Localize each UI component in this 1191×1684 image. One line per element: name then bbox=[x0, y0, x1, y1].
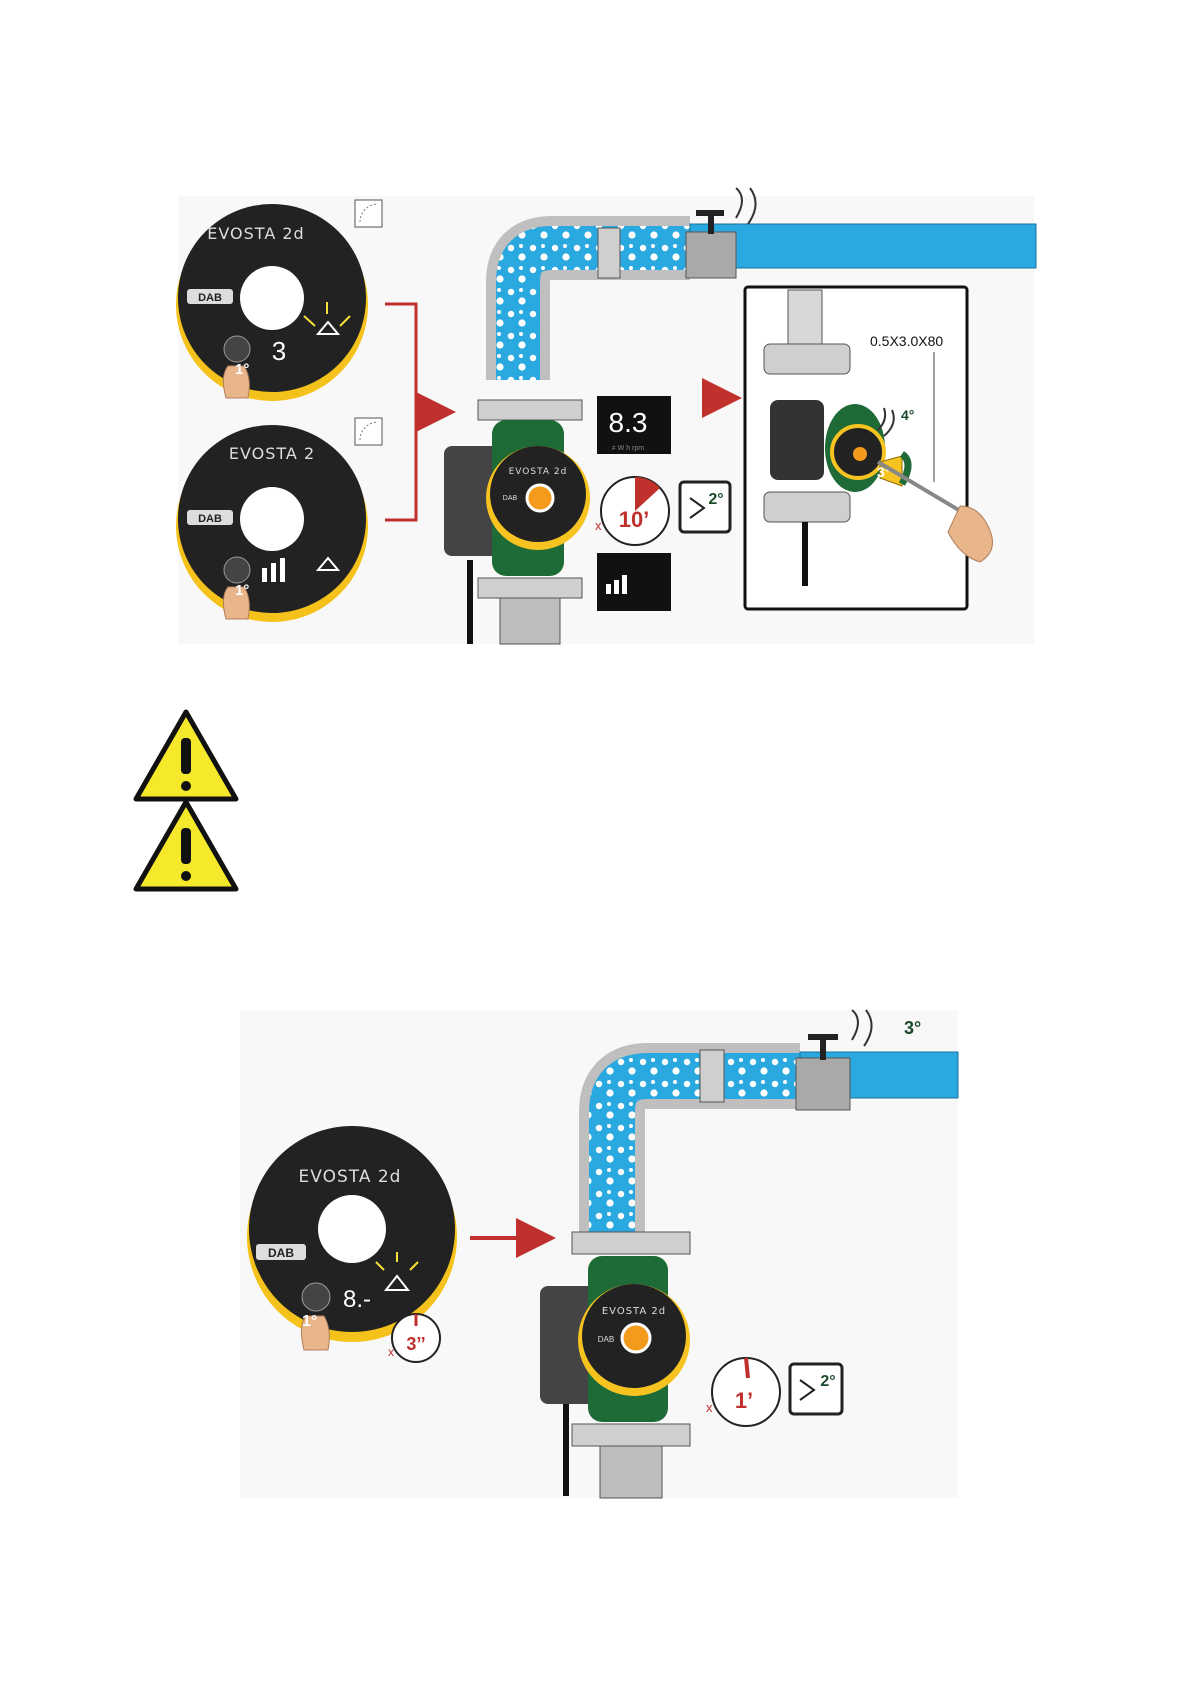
warning-exclamation bbox=[181, 828, 191, 864]
valve-stem bbox=[820, 1038, 826, 1060]
flange-bottom bbox=[478, 578, 582, 598]
top-figure: EVOSTA 2d DAB 3 1° EVOSTA 2 DAB bbox=[176, 188, 1036, 644]
display-level bbox=[597, 553, 671, 611]
panel-dash: 8.- bbox=[343, 1286, 371, 1313]
hold-time: 3’’ bbox=[406, 1334, 425, 1354]
display-readout: 8.3 ≠ W h rpm bbox=[597, 396, 671, 454]
panel-model-name: EVOSTA 2d bbox=[299, 1167, 402, 1187]
warning-exclamation bbox=[181, 738, 191, 774]
warning-dot bbox=[181, 781, 191, 791]
pump-face-center bbox=[622, 1324, 650, 1352]
timer-label: 1’ bbox=[735, 1388, 753, 1413]
press-step: 1° bbox=[302, 1313, 317, 1330]
display-screen bbox=[597, 553, 671, 611]
dab-logo-text: DAB bbox=[198, 292, 222, 304]
valve-body bbox=[796, 1058, 850, 1110]
valve-handle bbox=[808, 1034, 838, 1040]
timer-mult: x bbox=[706, 1400, 713, 1415]
panel-center-hole bbox=[240, 487, 304, 551]
valve-body bbox=[686, 232, 736, 278]
timer-mult: x bbox=[595, 518, 602, 533]
panel-button[interactable] bbox=[302, 1283, 330, 1311]
panel-center-hole bbox=[318, 1195, 386, 1263]
screwdriver-size: 0.5X3.0X80 bbox=[870, 333, 943, 349]
detail-pump-center bbox=[853, 447, 867, 461]
valve-stem bbox=[708, 214, 714, 234]
detail-motor bbox=[770, 400, 824, 480]
bottom-figure: EVOSTA 2d DAB 8.- 1° 3’’ x bbox=[240, 1010, 958, 1498]
timer-hand bbox=[746, 1358, 748, 1378]
vent-step: 3° bbox=[904, 1018, 921, 1038]
pump-face-brand: DAB bbox=[598, 1335, 614, 1344]
display-units: ≠ W h rpm bbox=[612, 445, 644, 452]
detail-flange-top bbox=[764, 344, 850, 374]
step-4: 4° bbox=[901, 407, 914, 423]
pipe-union bbox=[700, 1050, 724, 1102]
press-step: 1° bbox=[235, 361, 249, 378]
dab-logo-text: DAB bbox=[268, 1246, 294, 1260]
pipe-union bbox=[598, 228, 620, 278]
pump-face-center bbox=[527, 485, 553, 511]
flange-bottom bbox=[572, 1424, 690, 1446]
panel-model-name: EVOSTA 2 bbox=[229, 444, 315, 463]
pipe-inlet bbox=[500, 598, 560, 644]
flange-top bbox=[478, 400, 582, 420]
observe-box-bottom: 2° bbox=[790, 1364, 842, 1414]
observe-step: 2° bbox=[708, 491, 723, 508]
pump-face-brand: DAB bbox=[503, 495, 518, 502]
warning-2 bbox=[136, 802, 236, 889]
detail-flange-bottom bbox=[764, 492, 850, 522]
pipe-outlet bbox=[690, 224, 1036, 268]
warning-dot bbox=[181, 871, 191, 881]
panel-model-name: EVOSTA 2d bbox=[207, 224, 304, 243]
display-value: 8.3 bbox=[609, 407, 648, 438]
warning-1 bbox=[136, 712, 236, 799]
observe-step: 2° bbox=[820, 1373, 835, 1390]
flange-top bbox=[572, 1232, 690, 1254]
panel-digit: 3 bbox=[272, 336, 286, 366]
panel-button[interactable] bbox=[224, 336, 250, 362]
venting-detail: 4° 3° 0.5X3.0X80 bbox=[745, 287, 993, 609]
panel-center-hole bbox=[240, 266, 304, 330]
observe-box: 2° bbox=[680, 482, 730, 532]
pump-face-label: EVOSTA 2d bbox=[509, 467, 568, 477]
valve-handle bbox=[696, 210, 724, 216]
press-step: 1° bbox=[235, 582, 249, 599]
dab-logo-text: DAB bbox=[198, 513, 222, 525]
pump-face-label: EVOSTA 2d bbox=[602, 1306, 666, 1317]
timer-label: 10’ bbox=[619, 507, 650, 532]
panel-button[interactable] bbox=[224, 557, 250, 583]
hold-mult: x bbox=[388, 1345, 394, 1359]
pipe-inlet bbox=[600, 1446, 662, 1498]
